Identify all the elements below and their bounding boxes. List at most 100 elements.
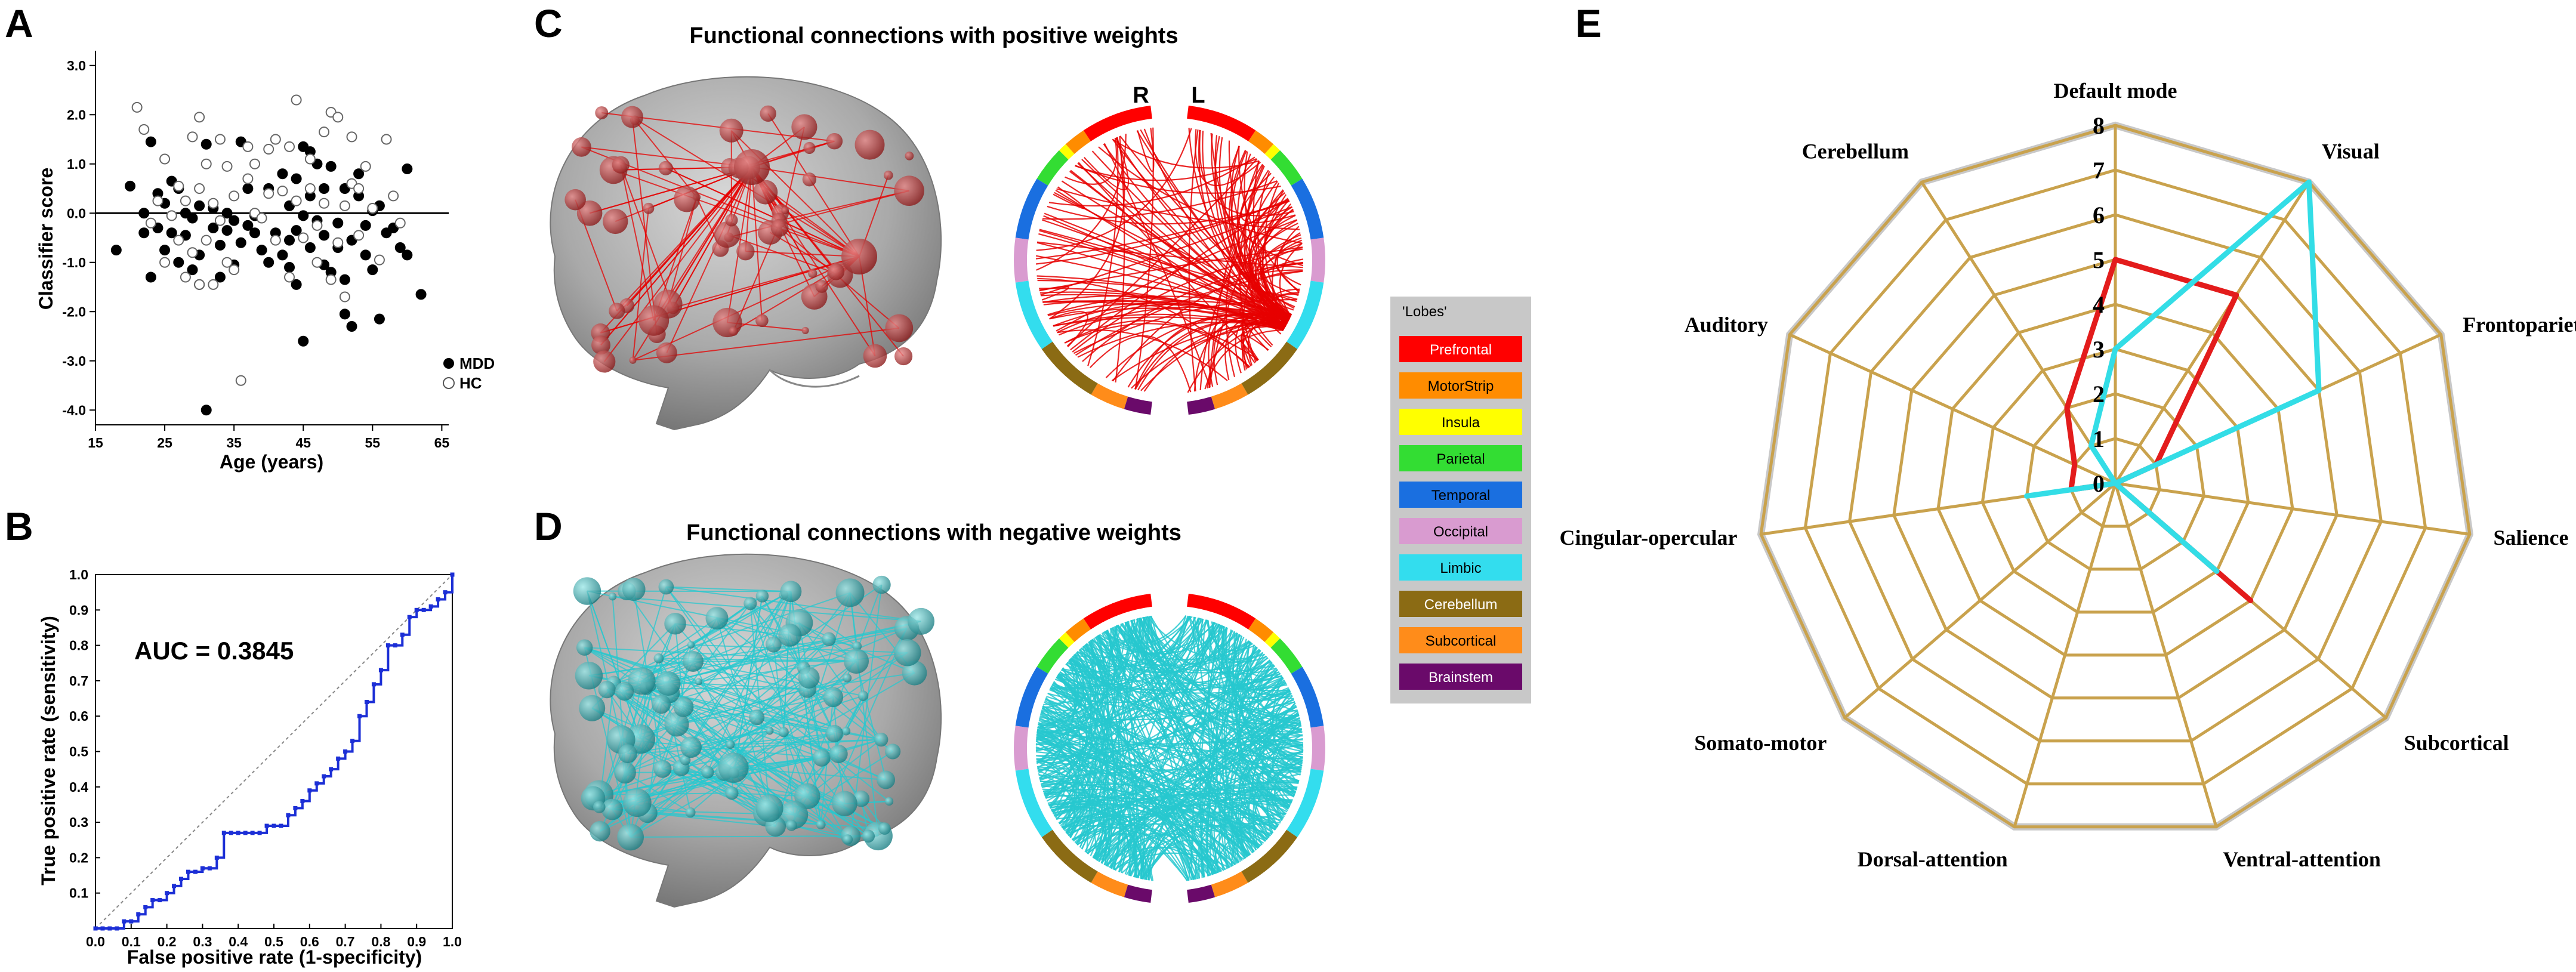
mdd-point <box>221 208 233 219</box>
chord <box>1085 639 1107 667</box>
hub-node <box>841 239 877 274</box>
radar-spoke <box>1789 333 2117 485</box>
lobe-arc-right <box>1041 829 1098 883</box>
mdd-point <box>415 289 427 300</box>
hc-point <box>374 254 385 266</box>
chord <box>1235 638 1277 829</box>
connection-line <box>641 594 784 682</box>
roc-point <box>357 714 362 718</box>
roc-point <box>250 831 255 835</box>
lobe-swatch <box>1399 627 1522 653</box>
brain-node <box>673 696 694 717</box>
chord <box>1244 151 1292 317</box>
roc-point <box>329 767 334 772</box>
connection-line <box>698 644 774 683</box>
mdd-point <box>125 180 136 192</box>
chord <box>1036 737 1260 848</box>
lobe-arc-right <box>1065 618 1091 643</box>
y-tick-label: 0.7 <box>69 673 88 689</box>
radar-axis-label: Cingular-opercular <box>1560 526 1738 550</box>
chord <box>1064 323 1259 361</box>
connection-line <box>630 835 878 838</box>
hc-point <box>388 190 399 202</box>
brain-node <box>664 612 686 635</box>
brain-node <box>564 189 586 211</box>
brain-node <box>832 791 857 816</box>
panel-label-a: A <box>5 1 33 45</box>
connection-line <box>631 116 860 257</box>
mdd-point <box>242 183 254 194</box>
chord <box>1272 677 1299 784</box>
roc-point <box>93 926 98 931</box>
connection-line <box>672 166 752 308</box>
legend-marker-hc <box>443 377 455 389</box>
lobe-label: Insula <box>1442 415 1480 431</box>
hc-point <box>346 131 357 143</box>
chord <box>1104 835 1135 876</box>
chord <box>1272 226 1300 326</box>
y-axis-label: True positive rate (sensitivity) <box>38 616 59 885</box>
chord <box>1045 697 1072 814</box>
brain-node <box>718 752 749 783</box>
x-tick-label: 0.8 <box>371 934 390 949</box>
roc-point <box>393 643 397 648</box>
lobe-swatch <box>1399 664 1522 690</box>
lobe-arc-right <box>1059 144 1075 160</box>
brain-node <box>726 740 735 749</box>
chord <box>1065 658 1098 687</box>
radial-tick-label: 4 <box>2093 291 2105 318</box>
roc-point <box>115 926 119 931</box>
brain-node <box>591 335 610 355</box>
connection-line <box>751 166 909 192</box>
y-tick-label: 0.0 <box>67 205 86 221</box>
panel-label-e: E <box>1575 1 1602 45</box>
mdd-point <box>166 227 177 239</box>
roc-point <box>193 869 198 874</box>
connection-line <box>666 166 752 353</box>
brain-node <box>808 269 817 278</box>
chord <box>1188 128 1290 320</box>
mdd-point <box>277 168 288 180</box>
brain-node <box>755 314 769 328</box>
mdd-point <box>138 227 150 239</box>
connection-line <box>856 661 887 780</box>
lobes-legend-title: 'Lobes' <box>1402 304 1447 320</box>
chord <box>1036 737 1190 881</box>
radar-spoke <box>1920 181 2117 485</box>
connection-line <box>633 327 899 361</box>
connection-line <box>600 166 752 345</box>
roc-point <box>293 806 298 810</box>
radar-ring <box>1759 124 2472 829</box>
chord <box>1036 134 1127 271</box>
x-tick-label: 45 <box>295 435 311 450</box>
hc-point <box>270 234 281 246</box>
mdd-point <box>200 405 212 416</box>
connection-line <box>666 586 921 622</box>
brain-node <box>843 649 869 674</box>
radial-tick-label: 6 <box>2093 202 2105 229</box>
chord <box>1250 701 1303 755</box>
mdd-point <box>339 308 350 320</box>
y-tick-label: 1.0 <box>69 567 88 582</box>
brain-node <box>612 156 630 174</box>
brain-node <box>781 206 789 215</box>
brain-node <box>682 650 704 672</box>
brain-node <box>874 732 889 747</box>
chord <box>1143 128 1285 331</box>
brain-node <box>664 712 689 737</box>
chord <box>1042 180 1278 220</box>
chord <box>1036 653 1085 733</box>
brain-node <box>623 788 652 817</box>
roc-point <box>279 823 283 828</box>
chord <box>1090 640 1143 880</box>
hc-point <box>152 195 163 206</box>
brain-node <box>701 766 714 779</box>
hc-point <box>214 215 226 226</box>
roc-point <box>322 774 326 779</box>
connection-line <box>616 166 752 311</box>
hc-point <box>367 203 378 214</box>
radar-ring <box>1803 168 2427 786</box>
brain-node <box>603 208 628 234</box>
